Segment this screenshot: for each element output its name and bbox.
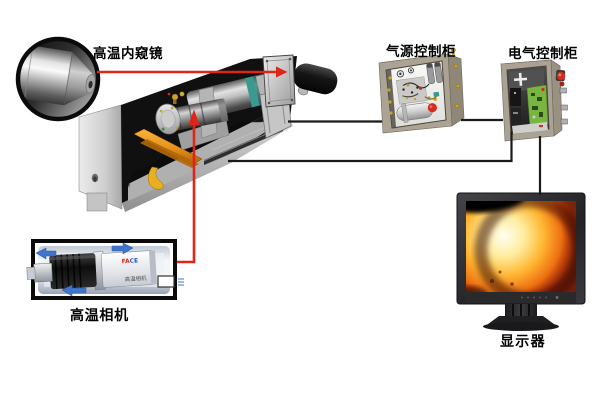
power-button[interactable]	[555, 296, 559, 299]
label-electric-cabinet: 电气控制柜	[508, 46, 578, 62]
camera-lens	[26, 253, 97, 290]
connector-mark	[178, 278, 184, 286]
camera-brand-right: CE	[129, 257, 138, 265]
housing-foot	[86, 192, 108, 212]
gold-valve	[167, 91, 185, 104]
camera-body: FACE 高温相机	[92, 250, 158, 291]
estop-lower	[559, 81, 565, 87]
lens-tube	[293, 63, 338, 95]
exit-flange	[262, 54, 296, 108]
red-arrowhead-right	[276, 66, 288, 78]
disc-flange	[155, 103, 181, 135]
guide-rod	[204, 126, 283, 165]
orange-rail-lower	[140, 139, 199, 168]
cable-connector	[157, 275, 175, 288]
green-fitting	[433, 91, 440, 97]
label-monitor: 显示器	[500, 334, 546, 350]
black-module	[511, 108, 521, 122]
air-panel	[395, 76, 428, 105]
camera-brand-left: FA	[121, 258, 130, 266]
red-arrowhead-up	[188, 109, 200, 125]
hinge	[560, 118, 568, 125]
svg-text:FACE: FACE	[121, 257, 138, 265]
closeup-ring	[15, 36, 101, 122]
airflow-arrows	[35, 242, 134, 297]
fan-cross	[513, 72, 528, 86]
monitor-screen	[466, 201, 576, 292]
interior-floor	[128, 106, 288, 201]
camera-model-label: 高温相机	[124, 274, 147, 283]
black-module	[510, 88, 521, 106]
label-endoscope: 高温内窥镜	[93, 46, 163, 62]
hinge	[559, 87, 567, 94]
housing-hole-inner	[93, 176, 97, 182]
housing-left-face	[78, 104, 123, 210]
red-line-camera	[177, 124, 196, 264]
label-air-cabinet: 气源控制柜	[386, 44, 456, 60]
label-camera: 高温相机	[70, 308, 129, 324]
line-device-elec	[228, 132, 513, 163]
hinge	[560, 104, 568, 111]
yellow-cable-guide	[148, 166, 164, 190]
tank-red-cap	[427, 103, 437, 113]
